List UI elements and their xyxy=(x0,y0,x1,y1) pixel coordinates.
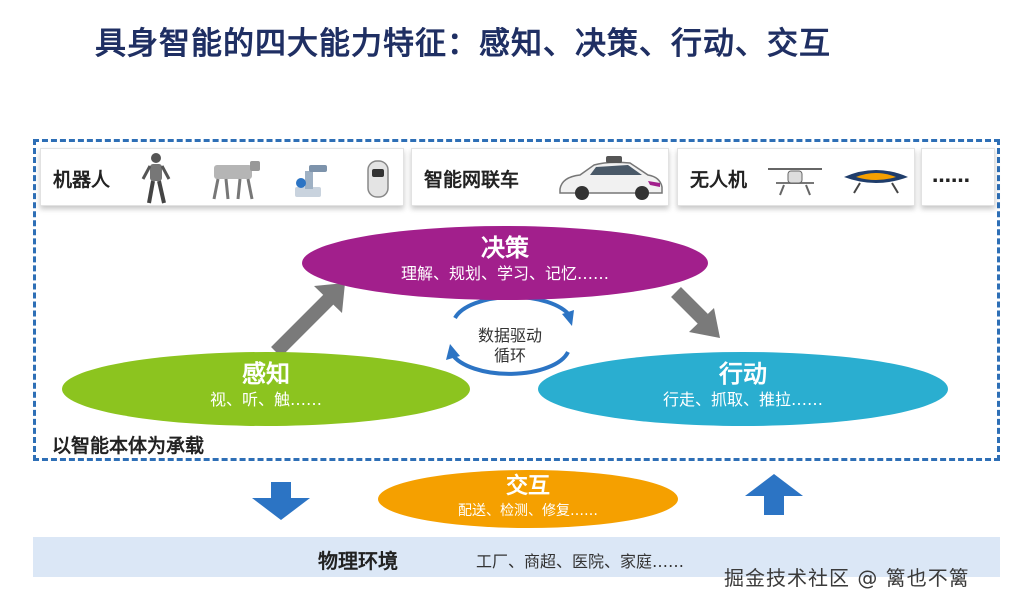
action-label: 行动 xyxy=(719,360,767,388)
carrier-label: 以智能本体为承载 xyxy=(52,435,205,457)
interaction-ellipse: 交互 配送、检测、修复…… xyxy=(378,470,678,528)
drone-card: 无人机 xyxy=(677,148,915,206)
interaction-sub: 配送、检测、修复…… xyxy=(458,503,598,519)
autonomous-car-icon xyxy=(559,156,663,200)
drone-label: 无人机 xyxy=(690,169,748,191)
down-right-arrow xyxy=(671,287,720,338)
humanoid-robot-icon xyxy=(141,153,171,204)
quadcopter-icon xyxy=(768,168,822,196)
page-title: 具身智能的四大能力特征：感知、决策、行动、交互 xyxy=(95,26,831,62)
action-ellipse: 行动 行走、抓取、推拉…… xyxy=(538,352,948,426)
decision-ellipse: 决策 理解、规划、学习、记忆…… xyxy=(302,226,708,300)
more-label: …… xyxy=(932,165,970,187)
quadruped-robot-icon xyxy=(212,161,260,200)
perception-ellipse: 感知 视、听、触…… xyxy=(62,352,470,426)
fixed-wing-drone-icon xyxy=(844,170,908,194)
cycle-line-1: 数据驱动 xyxy=(477,326,542,345)
watermark: 掘金技术社区 @ 篱也不篱 xyxy=(724,566,970,590)
cycle-label: 数据驱动 循环 xyxy=(468,326,552,366)
environment-bar xyxy=(33,537,1000,577)
connected-vehicle-card: 智能网联车 xyxy=(411,148,669,206)
environment-title: 物理环境 xyxy=(318,549,398,573)
perception-sub: 视、听、触…… xyxy=(209,390,322,409)
perception-label: 感知 xyxy=(242,360,290,388)
embodiment-frame xyxy=(33,139,1000,461)
down-arrow-left xyxy=(252,482,310,520)
decision-label: 决策 xyxy=(481,234,529,262)
cycle-line-2: 循环 xyxy=(493,346,526,365)
connected-vehicle-label: 智能网联车 xyxy=(424,169,520,191)
up-arrow-right xyxy=(745,474,803,515)
action-sub: 行走、抓取、推拉…… xyxy=(662,390,823,409)
decision-sub: 理解、规划、学习、记忆…… xyxy=(400,264,609,283)
interaction-label: 交互 xyxy=(505,474,550,499)
robot-card: 机器人 xyxy=(40,148,404,206)
service-robot-icon xyxy=(367,160,389,198)
more-card: …… xyxy=(921,148,995,206)
robot-arm-icon xyxy=(295,165,327,197)
environment-items: 工厂、商超、医院、家庭…… xyxy=(476,552,685,571)
robot-label: 机器人 xyxy=(53,169,111,191)
up-right-arrow xyxy=(271,283,345,357)
